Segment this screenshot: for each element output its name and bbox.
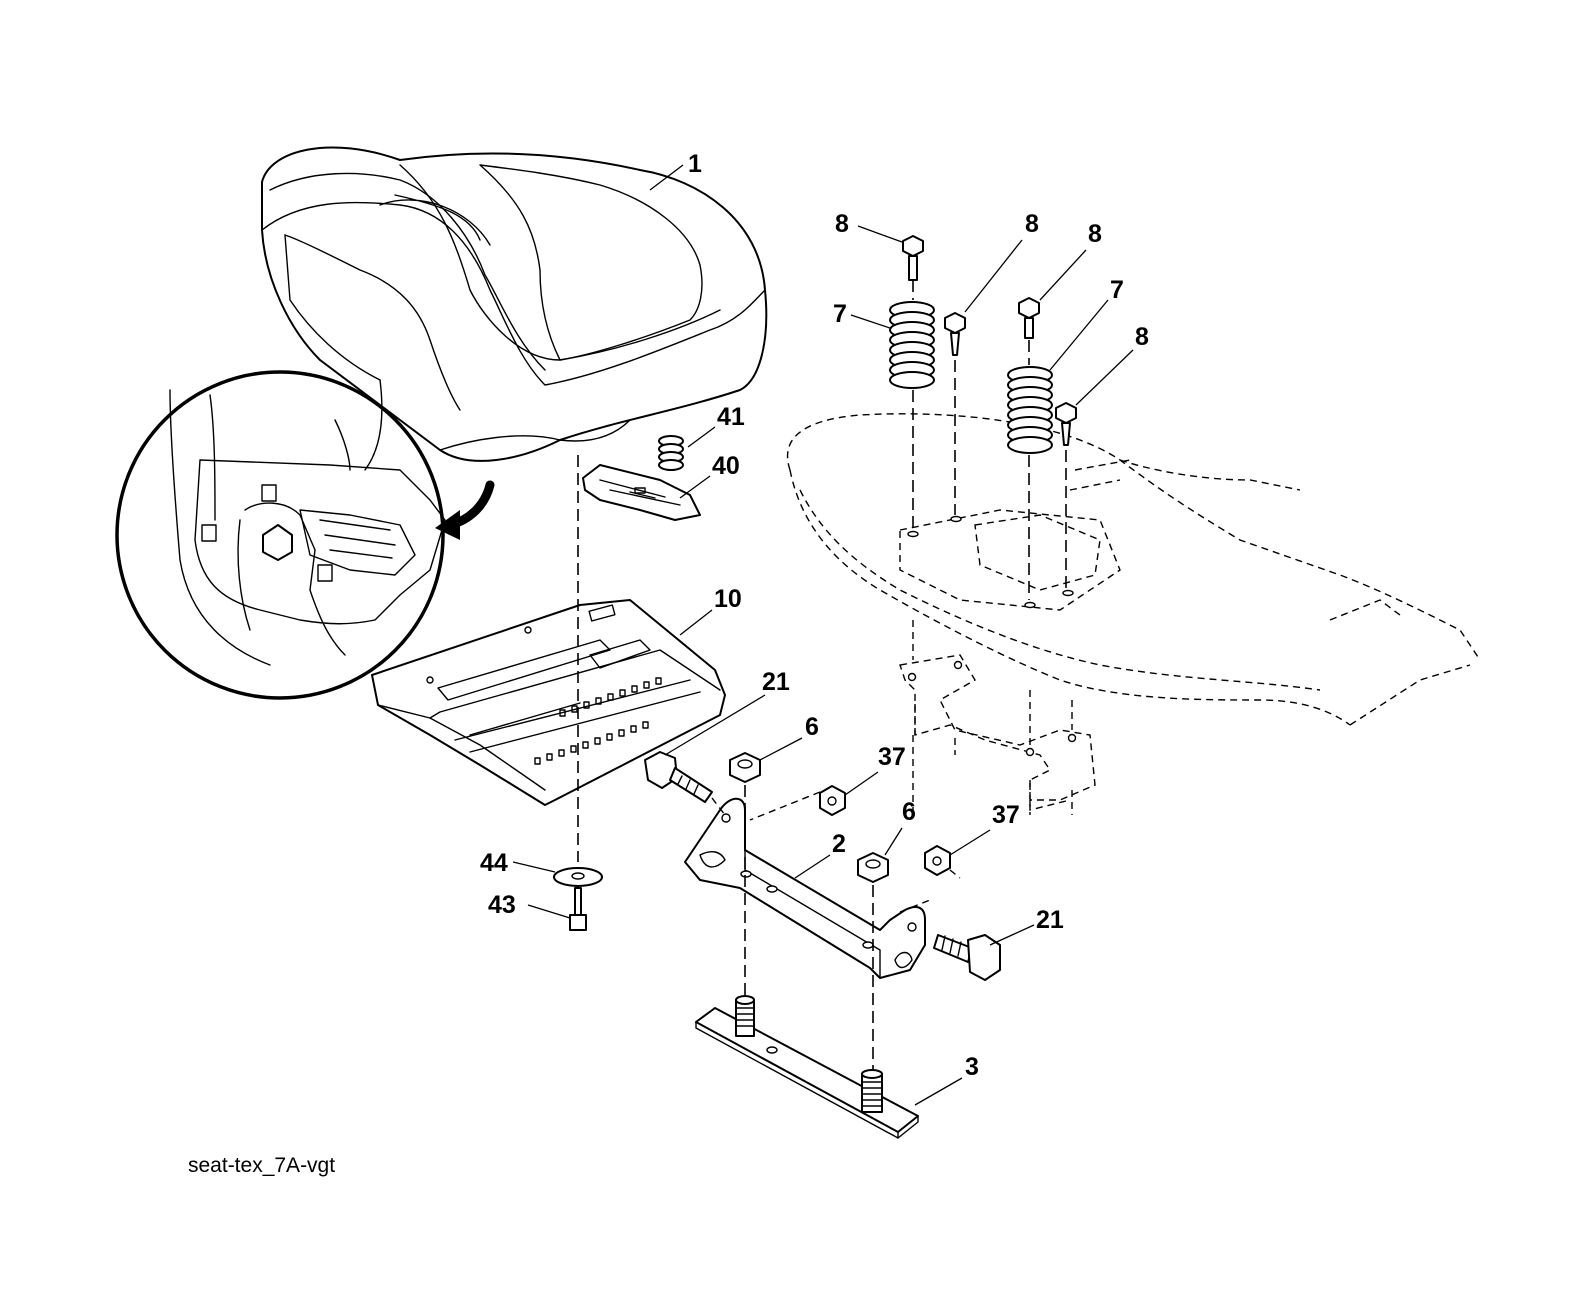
- bolt-8-d: [1055, 402, 1077, 446]
- frame-drop-lines: [912, 620, 1073, 815]
- fender-outline: [786, 413, 1481, 726]
- bolt-8-b: [944, 312, 966, 356]
- detail-arrow-icon: [435, 480, 495, 540]
- callout-41: 41: [717, 403, 745, 431]
- callout-7-b: 7: [1110, 276, 1124, 304]
- callout-8-c: 8: [1088, 220, 1102, 248]
- washer-44: [553, 867, 603, 887]
- callout-21-a: 21: [762, 668, 790, 696]
- bolt-21-a-path: [711, 797, 726, 816]
- callout-7-a: 7: [833, 300, 847, 328]
- bracket-2: [684, 797, 926, 979]
- spring-41: [658, 435, 684, 471]
- callout-10: 10: [714, 585, 742, 613]
- callout-8-d: 8: [1135, 323, 1149, 351]
- figure-caption: seat-tex_7A-vgt: [188, 1154, 335, 1177]
- nut-37-a-path: [749, 791, 821, 821]
- callout-1: 1: [688, 150, 702, 178]
- callout-40: 40: [712, 452, 740, 480]
- bolt-21-b: [933, 934, 1001, 981]
- callout-8-a: 8: [835, 210, 849, 238]
- callout-3: 3: [965, 1053, 979, 1081]
- nut-37-b-path: [899, 869, 961, 913]
- spring-7-b: [1007, 366, 1053, 454]
- callout-2: 2: [832, 830, 846, 858]
- callout-43: 43: [488, 891, 516, 919]
- callout-37-a: 37: [878, 743, 906, 771]
- adjustment-plate-10: [371, 599, 726, 806]
- callout-6-b: 6: [902, 798, 916, 826]
- latch-plate-40: [582, 464, 701, 521]
- stud-a: [735, 995, 755, 1037]
- callout-6-a: 6: [805, 713, 819, 741]
- bolt-8-a: [902, 235, 924, 281]
- spring-7-a: [889, 301, 935, 389]
- base-plate-3: [695, 1007, 919, 1139]
- callout-21-b: 21: [1036, 906, 1064, 934]
- nut-37-a: [819, 785, 846, 816]
- nut-6-a: [729, 752, 761, 783]
- bolt-8-c: [1018, 297, 1040, 339]
- adjustment-slots: [534, 677, 662, 765]
- callout-8-b: 8: [1025, 210, 1039, 238]
- nut-6-b: [857, 852, 889, 883]
- frame-bracket-outline: [899, 654, 1096, 811]
- callout-44: 44: [480, 849, 508, 877]
- frame-holes: [907, 515, 1074, 609]
- bolt-43: [569, 887, 587, 931]
- seat: [261, 146, 768, 462]
- stud-b: [861, 1069, 883, 1113]
- detail-inset: [115, 370, 446, 700]
- nut-37-b: [924, 845, 951, 876]
- bolt-21-a: [644, 751, 713, 803]
- callout-37-b: 37: [992, 801, 1020, 829]
